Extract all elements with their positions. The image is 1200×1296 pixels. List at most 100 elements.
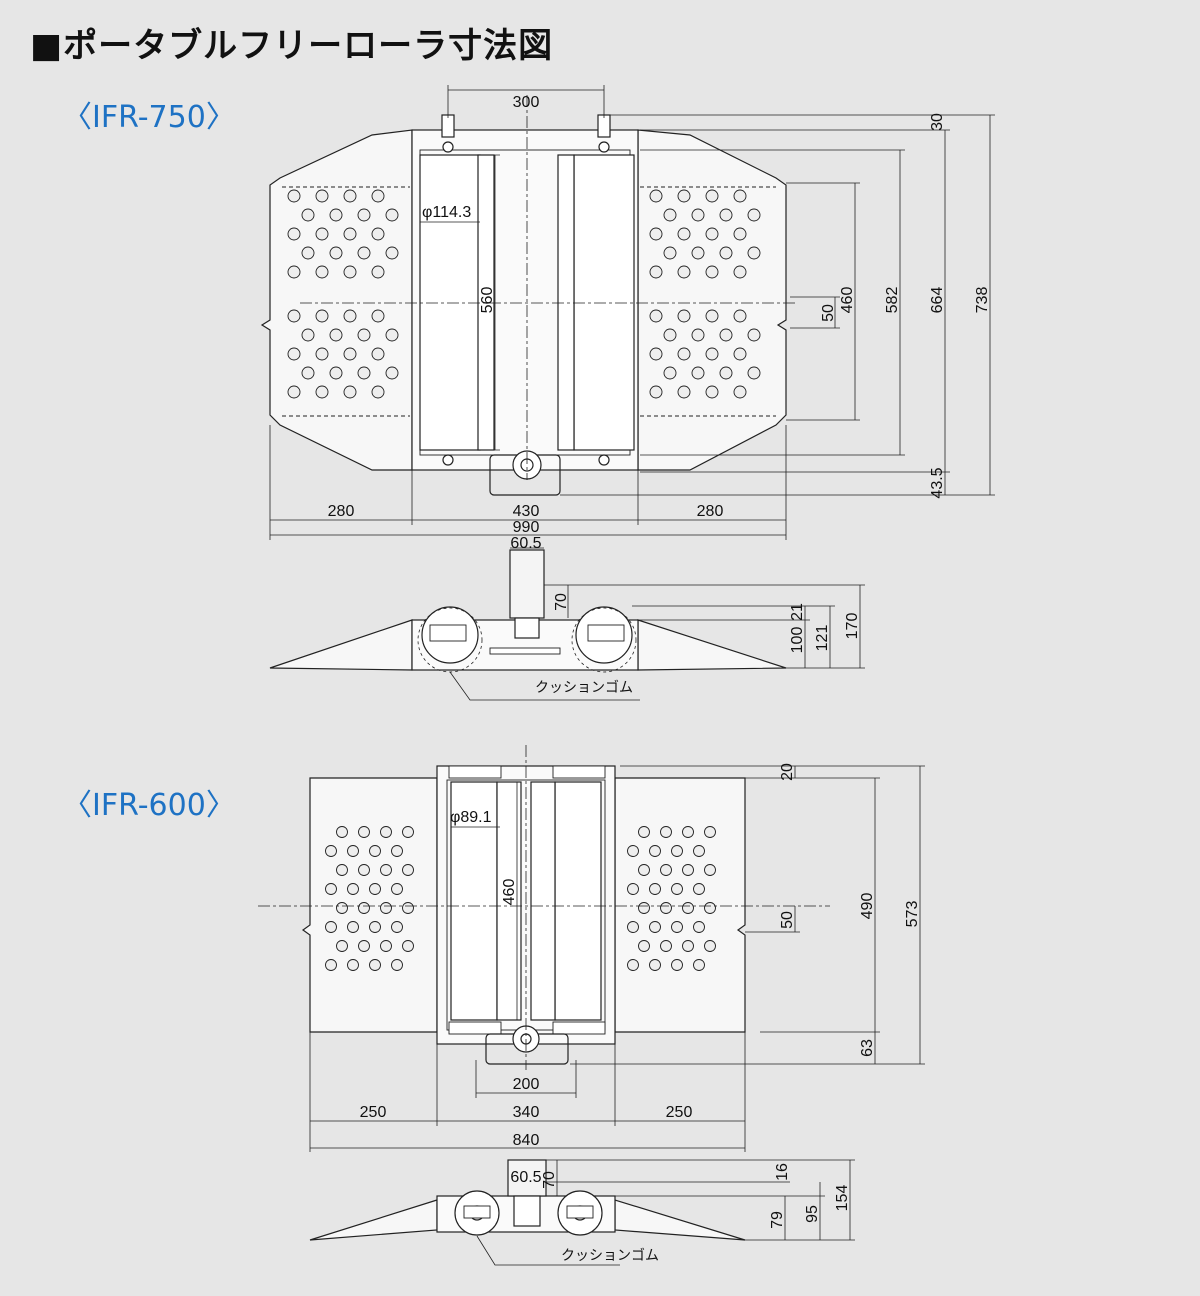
perforation-hole [693,883,705,895]
ifr750-side-dim-170: 170 [844,613,861,640]
perforation-hole [287,385,301,399]
ifr600-dim-50: 50 [779,911,796,929]
perforation-hole [649,883,661,895]
perforation-hole [336,826,348,838]
ifr600-dim-200: 200 [513,1076,540,1093]
perforation-hole [315,265,329,279]
ifr600-holes [325,826,716,971]
perforation-hole [358,826,370,838]
perforation-hole [627,883,639,895]
ifr750-holes [287,189,761,399]
perforation-hole [301,366,315,380]
ifr750-dim-664: 664 [929,287,946,314]
perforation-hole [385,366,399,380]
ifr750-top-dimension-lines [269,85,995,540]
perforation-hole [693,921,705,933]
perforation-hole [347,921,359,933]
ifr750-side-view [269,547,865,701]
perforation-hole [671,883,683,895]
perforation-hole [358,940,370,952]
perforation-hole [329,366,343,380]
perforation-hole [649,845,661,857]
perforation-hole [733,189,747,203]
perforation-hole [343,385,357,399]
perforation-hole [329,208,343,222]
perforation-hole [371,227,385,241]
perforation-hole [315,227,329,241]
ifr750-side-dim-21: 21 [789,603,806,621]
ifr600-dim-250-right: 250 [666,1104,693,1121]
perforation-hole [649,227,663,241]
perforation-hole [385,246,399,260]
perforation-hole [347,883,359,895]
ifr600-left-roller [450,781,498,1021]
perforation-hole [704,940,716,952]
perforation-hole [391,959,403,971]
ifr750-side-dim-60-5: 60.5 [510,535,541,552]
ifr600-side-dim-70: 70 [541,1171,558,1189]
perforation-hole [677,227,691,241]
perforation-hole [369,921,381,933]
ifr600-dim-20: 20 [779,763,796,781]
perforation-hole [704,902,716,914]
ifr600-side-dim-60-5: 60.5 [510,1169,541,1186]
perforation-hole [705,265,719,279]
perforation-hole [693,959,705,971]
perforation-hole [380,902,392,914]
perforation-hole [357,328,371,342]
ifr750-dim-phi: φ114.3 [422,204,471,221]
ifr750-top-view [260,114,787,496]
perforation-hole [315,189,329,203]
perforation-hole [660,826,672,838]
ifr600-top-view [258,745,925,1152]
perforation-hole [357,366,371,380]
ifr750-dim-560: 560 [479,287,496,314]
perforation-hole [682,902,694,914]
perforation-hole [325,845,337,857]
ifr600-dim-63: 63 [859,1039,876,1057]
perforation-hole [380,940,392,952]
perforation-hole [627,959,639,971]
perforation-hole [649,265,663,279]
ifr750-dim-738: 738 [974,287,991,314]
perforation-hole [369,959,381,971]
perforation-hole [671,921,683,933]
perforation-hole [343,265,357,279]
perforation-hole [677,385,691,399]
ifr750-dim-460: 460 [839,287,856,314]
perforation-hole [682,940,694,952]
perforation-hole [691,328,705,342]
perforation-hole [649,921,661,933]
perforation-hole [747,246,761,260]
perforation-hole [357,246,371,260]
perforation-hole [336,940,348,952]
ifr750-right-roller [573,154,635,451]
perforation-hole [347,845,359,857]
ifr750-side-dim-100: 100 [789,627,806,654]
ifr600-side-dim-16: 16 [774,1163,791,1181]
perforation-hole [719,208,733,222]
perforation-hole [682,864,694,876]
ifr750-dim-990: 990 [513,519,540,536]
perforation-hole [343,347,357,361]
perforation-hole [402,902,414,914]
ifr750-dim-43-5: 43.5 [929,467,946,498]
perforation-hole [747,366,761,380]
perforation-hole [301,328,315,342]
perforation-hole [369,845,381,857]
perforation-hole [287,309,301,323]
perforation-hole [325,921,337,933]
perforation-hole [301,246,315,260]
ifr750-dim-280-right: 280 [697,503,724,520]
perforation-hole [380,826,392,838]
perforation-hole [358,864,370,876]
perforation-hole [677,189,691,203]
perforation-hole [649,189,663,203]
perforation-hole [371,265,385,279]
perforation-hole [671,959,683,971]
ifr750-side-post [509,549,545,619]
ifr750-dim-582: 582 [884,287,901,314]
perforation-hole [671,845,683,857]
ifr600-cushion-label: クッションゴム [561,1247,659,1263]
